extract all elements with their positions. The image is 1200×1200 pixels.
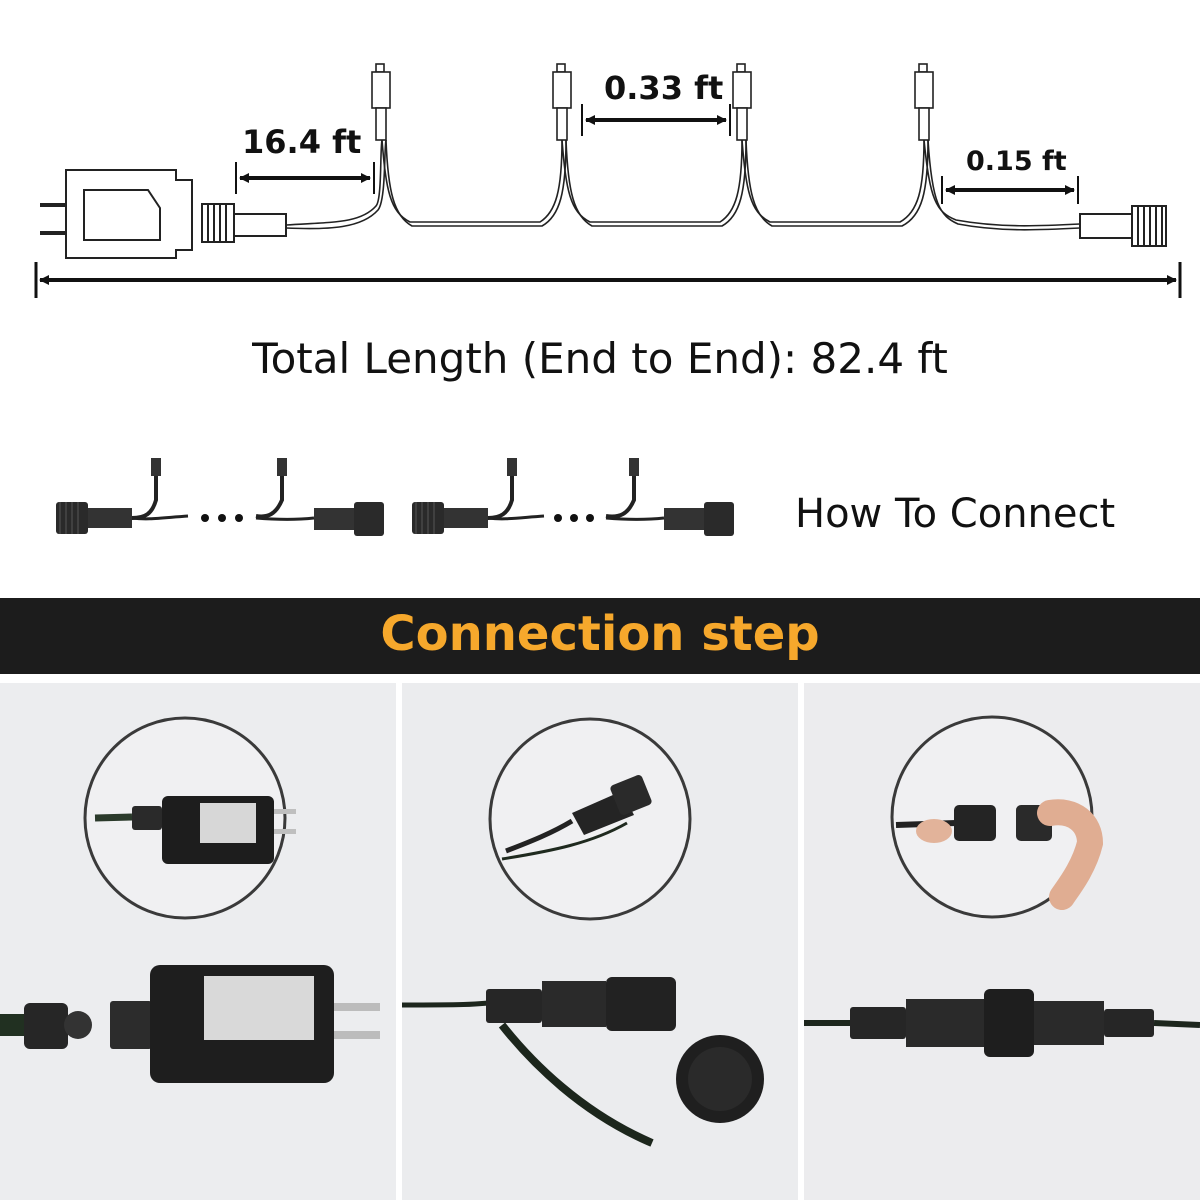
dimension-arrow-segment xyxy=(235,162,375,194)
dimension-arrow-total xyxy=(34,262,1182,298)
bulb-socket-icon xyxy=(732,63,752,141)
connector-cap-icon xyxy=(501,775,652,861)
step-2-panel xyxy=(402,683,798,1200)
connect-strand-2 xyxy=(412,458,734,536)
dimension-arrow-end-lead xyxy=(941,176,1079,204)
end-connector-icon xyxy=(1079,205,1167,247)
total-length-label: Total Length (End to End): 82.4 ft xyxy=(252,334,948,383)
banner-title: Connection step xyxy=(380,606,820,662)
connection-step-banner: Connection step xyxy=(0,598,1200,674)
power-adapter-icon xyxy=(94,796,296,864)
power-adapter-icon xyxy=(150,965,380,1083)
connector-join-icon xyxy=(895,799,1104,910)
step-3-panel xyxy=(804,683,1200,1200)
segment-length-label: 16.4 ft xyxy=(242,123,362,161)
how-to-connect-label: How To Connect xyxy=(795,491,1116,537)
dimension-arrow-spacing xyxy=(581,104,731,136)
connector-cap-icon xyxy=(402,977,764,1147)
string-light-diagram xyxy=(34,63,1182,536)
connect-strand-1 xyxy=(56,458,384,536)
bulb-socket-icon xyxy=(371,63,391,141)
light-string-wire xyxy=(285,139,1081,231)
connector-icon xyxy=(0,1001,152,1049)
connector-join-icon xyxy=(804,989,1200,1057)
plug-adapter-icon xyxy=(40,169,287,259)
end-lead-label: 0.15 ft xyxy=(966,146,1067,177)
bulb-spacing-label: 0.33 ft xyxy=(604,69,724,107)
step-1-panel xyxy=(0,683,396,1200)
bulb-socket-icon xyxy=(552,63,572,141)
bulb-socket-icon xyxy=(914,63,934,141)
